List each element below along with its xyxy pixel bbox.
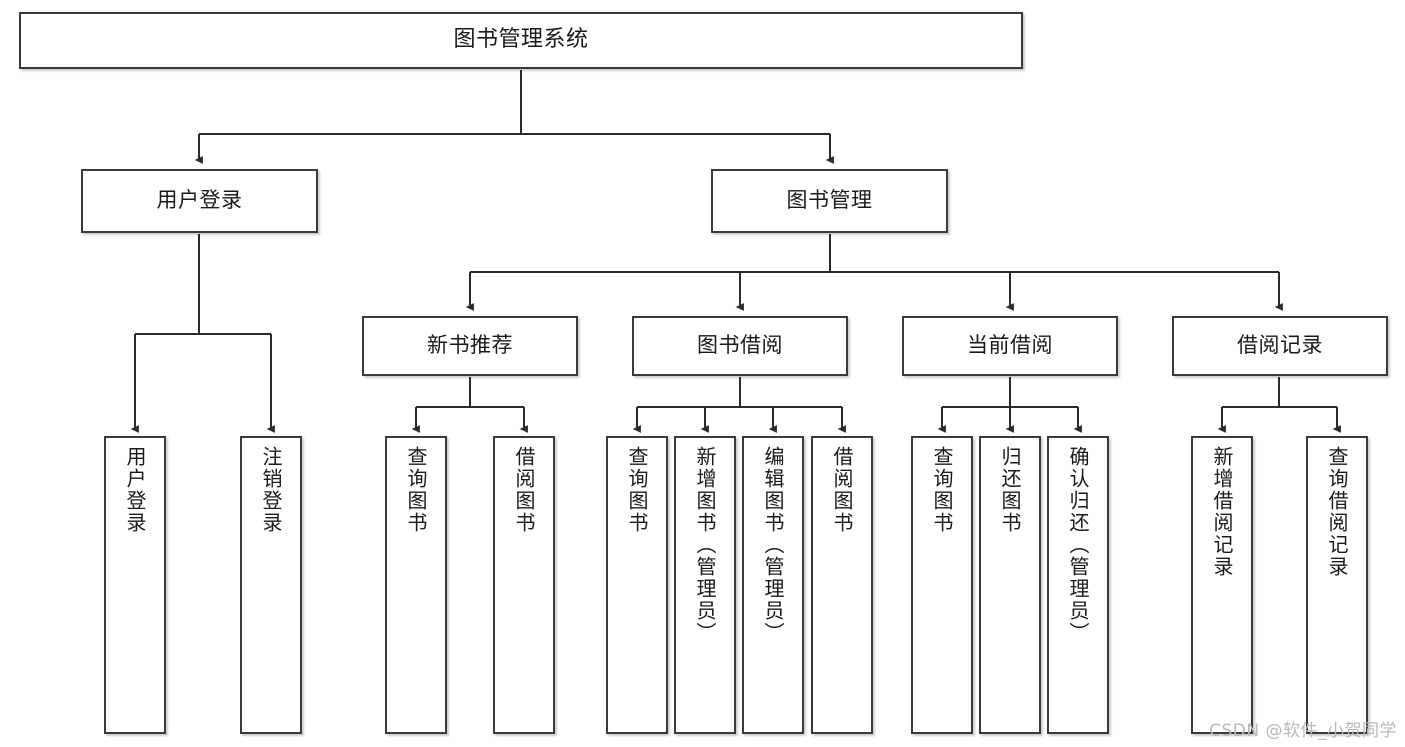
node-user-login[interactable]: 用户登录 (81, 169, 318, 233)
node-new-book-recommend[interactable]: 新书推荐 (362, 316, 578, 376)
node-root-label: 图书管理系统 (453, 27, 589, 53)
leaf-new-book-borrow-label: 借阅图书 (512, 446, 536, 534)
leaf-borrow-book-label: 借阅图书 (830, 446, 854, 534)
node-current-borrow[interactable]: 当前借阅 (902, 316, 1118, 376)
leaf-logout[interactable]: 注销登录 (240, 436, 302, 734)
node-borrow-record-label: 借阅记录 (1237, 333, 1323, 358)
leaf-query-borrow-record[interactable]: 查询借阅记录 (1306, 436, 1368, 734)
leaf-logout-label: 注销登录 (259, 446, 283, 534)
leaf-user-login-label: 用户登录 (123, 446, 147, 534)
leaf-new-book-query[interactable]: 查询图书 (385, 436, 447, 734)
watermark-text: CSDN @软件_小贺同学 (1209, 721, 1397, 741)
leaf-edit-book-admin[interactable]: 编辑图书（管理员） (742, 436, 804, 734)
leaf-add-borrow-record-label: 新增借阅记录 (1210, 446, 1234, 578)
leaf-borrow-query-book-label: 查询图书 (625, 446, 649, 534)
leaf-query-borrow-record-label: 查询借阅记录 (1325, 446, 1349, 578)
leaf-add-borrow-record[interactable]: 新增借阅记录 (1191, 436, 1253, 734)
leaf-current-query-book-label: 查询图书 (930, 446, 954, 534)
leaf-confirm-return-admin-label: 确认归还（管理员） (1066, 446, 1090, 644)
leaf-borrow-book[interactable]: 借阅图书 (811, 436, 873, 734)
leaf-return-book-label: 归还图书 (998, 446, 1022, 534)
leaf-current-query-book[interactable]: 查询图书 (911, 436, 973, 734)
leaf-borrow-query-book[interactable]: 查询图书 (606, 436, 668, 734)
node-book-management[interactable]: 图书管理 (711, 169, 948, 233)
leaf-add-book-admin[interactable]: 新增图书（管理员） (674, 436, 736, 734)
node-book-borrow[interactable]: 图书借阅 (632, 316, 848, 376)
node-new-book-recommend-label: 新书推荐 (427, 333, 513, 358)
leaf-confirm-return-admin[interactable]: 确认归还（管理员） (1047, 436, 1109, 734)
leaf-add-book-admin-label: 新增图书（管理员） (693, 446, 717, 644)
node-book-borrow-label: 图书借阅 (697, 333, 783, 358)
leaf-new-book-query-label: 查询图书 (404, 446, 428, 534)
node-book-management-label: 图书管理 (786, 188, 873, 213)
leaf-new-book-borrow[interactable]: 借阅图书 (493, 436, 555, 734)
leaf-return-book[interactable]: 归还图书 (979, 436, 1041, 734)
leaf-edit-book-admin-label: 编辑图书（管理员） (761, 446, 785, 644)
leaf-user-login[interactable]: 用户登录 (104, 436, 166, 734)
node-user-login-label: 用户登录 (156, 188, 243, 213)
node-current-borrow-label: 当前借阅 (967, 333, 1053, 358)
node-borrow-record[interactable]: 借阅记录 (1172, 316, 1388, 376)
node-root-book-management-system[interactable]: 图书管理系统 (19, 12, 1023, 69)
